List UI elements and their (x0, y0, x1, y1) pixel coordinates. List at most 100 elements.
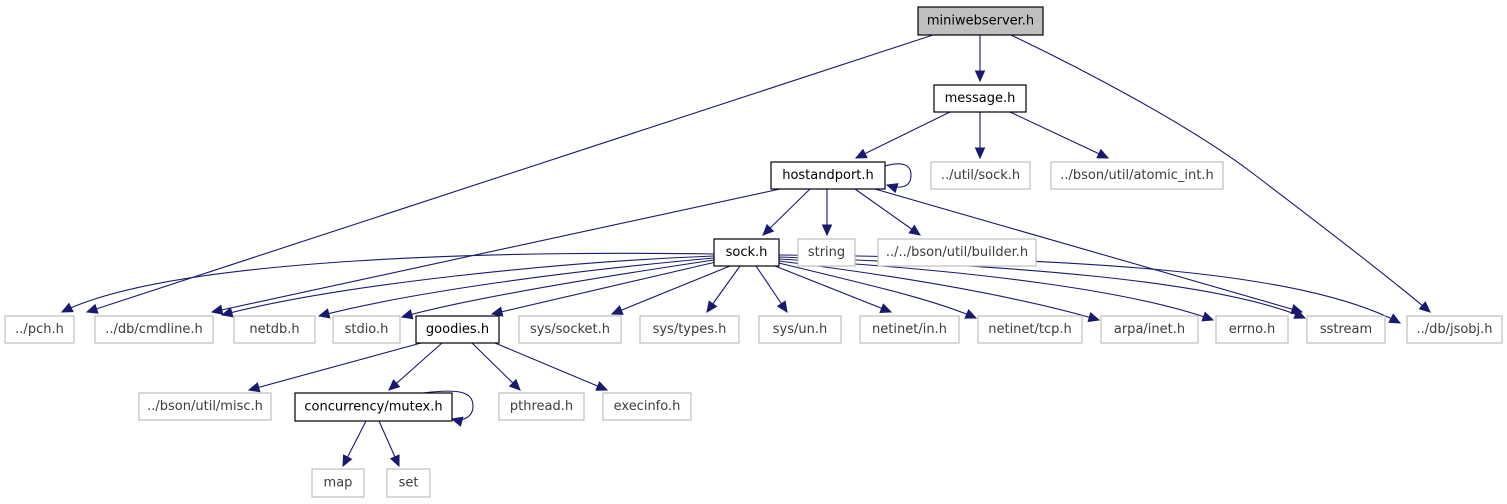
node-mutex[interactable]: concurrency/mutex.h (294, 392, 453, 422)
edge-sock-to-arpa_inet (778, 260, 1101, 323)
node-label: errno.h (1229, 322, 1276, 337)
node-execinfo: execinfo.h (602, 392, 692, 421)
node-netdb: netdb.h (233, 315, 316, 344)
node-util-sock: ../util/sock.h (930, 161, 1031, 190)
node-netinet-in: netinet/in.h (859, 315, 960, 344)
edge-message-to-hostandport (854, 111, 951, 159)
node-label: sock.h (726, 245, 768, 260)
node-sock[interactable]: sock.h (713, 238, 780, 267)
arrowhead (1201, 311, 1215, 322)
edge-sock-to-netdb (317, 257, 715, 319)
node-box (977, 315, 1083, 344)
node-pthread: pthread.h (498, 392, 585, 421)
node-box (917, 6, 1044, 36)
node-box (415, 315, 500, 344)
edge-line (401, 259, 715, 318)
node-box (332, 315, 401, 344)
arrowhead (879, 303, 893, 314)
edge-line (221, 255, 715, 316)
arrowhead (342, 454, 353, 468)
node-label: arpa/inet.h (1114, 322, 1185, 337)
node-builder: ../../bson/util/builder.h (877, 238, 1037, 267)
node-sstream: sstream (1306, 315, 1386, 344)
node-cmdline: ../db/cmdline.h (94, 315, 214, 344)
edge-line (494, 342, 608, 391)
node-pch: ../pch.h (4, 315, 75, 344)
node-box (877, 238, 1037, 267)
edge-line (762, 188, 811, 236)
edge-sock-to-sys_socket (610, 265, 731, 315)
node-hostandport[interactable]: hostandport.h (770, 161, 886, 190)
node-label: ../bson/util/misc.h (147, 399, 263, 414)
edge-goodies-to-misc (247, 342, 422, 393)
edge-mutex-to-set (378, 420, 400, 468)
arrowhead (388, 379, 401, 391)
edge-line (248, 342, 422, 391)
arrowhead (595, 381, 609, 391)
node-box (1406, 315, 1503, 344)
edge-sock-to-goodies (490, 261, 717, 317)
edge-line (855, 111, 951, 159)
node-box (518, 315, 622, 344)
arrowhead (220, 307, 234, 318)
arrowhead (776, 300, 788, 314)
node-sys-socket: sys/socket.h (518, 315, 622, 344)
arrowhead (490, 306, 504, 317)
edge-sock-to-netinet_in (774, 265, 893, 314)
arrowhead (964, 308, 978, 319)
node-errno: errno.h (1215, 315, 1289, 344)
node-netinet-tcp: netinet/tcp.h (977, 315, 1083, 344)
node-box (311, 468, 365, 498)
node-box (294, 392, 453, 422)
arrowhead (60, 302, 74, 313)
node-label: ../../bson/util/builder.h (886, 245, 1028, 260)
node-label: ../pch.h (15, 322, 64, 337)
arrowhead (974, 147, 986, 160)
node-goodies[interactable]: goodies.h (415, 315, 500, 344)
edge-goodies-to-pthread (471, 342, 521, 391)
arrowhead (854, 148, 868, 159)
edge-miniwebserver-to-pch (85, 34, 934, 314)
node-box (1306, 315, 1386, 344)
arrowhead (1418, 301, 1431, 313)
node-sys-types: sys/types.h (639, 315, 740, 344)
node-label: hostandport.h (782, 168, 874, 183)
node-label: pthread.h (510, 399, 573, 414)
node-message[interactable]: message.h (933, 84, 1027, 113)
node-label: goodies.h (426, 322, 489, 337)
edge-line (318, 257, 715, 317)
edge-line (61, 252, 715, 313)
node-box (758, 315, 842, 344)
node-label: sys/socket.h (530, 322, 610, 337)
edge-sock-to-sys_types (706, 265, 741, 313)
node-label: netinet/tcp.h (988, 322, 1072, 337)
edge-line (491, 261, 717, 315)
node-label: ../db/jsobj.h (1416, 322, 1492, 337)
arrowhead (610, 305, 624, 315)
arrowhead (389, 454, 400, 468)
edge-line (884, 163, 912, 188)
node-string: string (797, 238, 856, 267)
node-map: map (311, 468, 365, 498)
edge-line (778, 262, 977, 319)
node-box (498, 392, 585, 421)
edge-sock-to-sstream (778, 256, 1307, 319)
node-box (1050, 161, 1224, 190)
node-box (94, 315, 214, 344)
node-label: execinfo.h (614, 399, 681, 414)
node-label: ../db/cmdline.h (105, 322, 202, 337)
edge-line (388, 342, 443, 391)
node-box (770, 161, 886, 190)
edge-sock-to-cmdline (220, 255, 715, 318)
node-label: ../bson/util/atomic_int.h (1060, 168, 1213, 183)
edge-hostandport-to-builder (854, 188, 921, 236)
node-box (233, 315, 316, 344)
arrowhead (247, 382, 261, 393)
node-label: set (399, 476, 419, 491)
edge-goodies-to-execinfo (494, 342, 609, 391)
node-label: stdio.h (345, 322, 389, 337)
edge-message-to-atomic_int (1009, 111, 1110, 159)
arrowhead (885, 183, 899, 194)
edge-miniwebserver-to-message (974, 35, 986, 83)
node-miniwebserver[interactable]: miniwebserver.h (917, 6, 1044, 36)
